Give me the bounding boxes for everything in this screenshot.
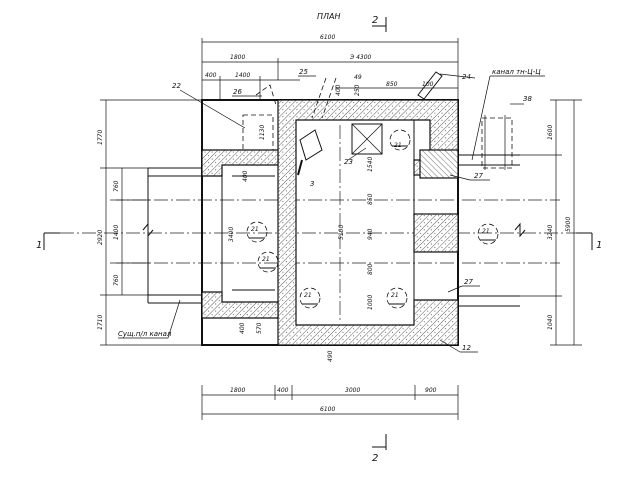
callout-25: 25 xyxy=(299,68,308,76)
right-dimensions: 1600 3240 1040 5900 xyxy=(520,99,582,346)
hatch-cover xyxy=(299,129,323,161)
callouts: 22 26 25 24 38 23 27 27 12 3 xyxy=(172,68,532,353)
pipe-sleeve xyxy=(417,71,443,100)
callout-12: 12 xyxy=(462,344,471,352)
channel-label-right: канал тн-Ц-Ц xyxy=(471,68,545,161)
plan-title: ПЛАН xyxy=(317,12,341,21)
top-dimensions: 6100 1800 Э 4300 400 1400 400 250 49 850… xyxy=(201,34,459,100)
dim-top-right: Э 4300 xyxy=(349,54,372,61)
section-mark-right: 1 xyxy=(576,232,602,251)
chamber-structure xyxy=(201,99,459,346)
section-mark-top-label: 2 xyxy=(372,15,378,26)
left-channel xyxy=(142,167,206,304)
callout-3: 3 xyxy=(310,180,314,188)
callout-21-c: 21 xyxy=(477,223,499,245)
dim-inner-1130: 1130 xyxy=(259,125,266,140)
callout-21-a: 21 xyxy=(246,221,268,243)
dim-bottom-overall: 6100 xyxy=(320,406,335,413)
dim-top-left: 1800 xyxy=(230,54,245,61)
callout-27b: 27 xyxy=(464,278,473,286)
dim-left-1710: 1710 xyxy=(97,315,104,330)
section-mark-bottom-label: 2 xyxy=(372,453,378,464)
dim-right-overall: 5900 xyxy=(565,217,572,232)
left-dimensions: 1770 760 2920 1400 760 1710 xyxy=(97,99,206,346)
dim-top-400: 400 xyxy=(205,72,217,79)
callout-26: 26 xyxy=(233,88,242,96)
callout-21-d: 21 xyxy=(257,251,279,273)
callout-21-f: 21 xyxy=(386,287,408,309)
channel-right-label: канал тн-Ц-Ц xyxy=(492,68,541,76)
section-mark-left-label: 1 xyxy=(36,240,42,251)
svg-text:21: 21 xyxy=(251,226,259,233)
right-channel xyxy=(458,115,526,307)
dim-inner-940: 940 xyxy=(367,228,374,240)
dim-top-250: 250 xyxy=(354,84,361,96)
callout-21-e: 21 xyxy=(299,287,321,309)
dim-inner-3400: 3400 xyxy=(228,227,235,242)
dim-bottom-400: 400 xyxy=(277,387,289,394)
dim-inner-570: 570 xyxy=(256,322,263,334)
callout-38: 38 xyxy=(523,95,532,103)
dim-top-overall: 6100 xyxy=(320,34,335,41)
dim-bottom-900: 900 xyxy=(425,387,437,394)
dim-right-3240: 3240 xyxy=(547,225,554,240)
dim-inner-1540: 1540 xyxy=(367,157,374,172)
inner-dimensions: 1130 400 3400 400 570 5100 1540 850 940 … xyxy=(228,125,374,362)
svg-text:21: 21 xyxy=(482,228,490,235)
dim-inner-400b: 400 xyxy=(239,322,246,334)
svg-text:21: 21 xyxy=(304,292,312,299)
dim-right-1600: 1600 xyxy=(547,125,554,140)
dim-left-760a: 760 xyxy=(113,180,120,192)
dim-inner-850: 850 xyxy=(367,193,374,205)
dim-top-1400: 1400 xyxy=(235,72,250,79)
dim-bottom-3000: 3000 xyxy=(345,387,360,394)
section-mark-right-label: 1 xyxy=(596,240,602,251)
callout-24: 24 xyxy=(462,73,471,81)
dim-top-850: 850 xyxy=(386,81,398,88)
section-mark-bottom: 2 xyxy=(372,434,387,464)
pipe-dashed-left xyxy=(255,84,277,106)
dim-left-2920: 2920 xyxy=(97,230,104,245)
svg-text:21: 21 xyxy=(262,256,270,263)
dim-inner-490: 490 xyxy=(327,350,334,362)
dim-inner-400a: 400 xyxy=(242,170,249,182)
callout-27a: 27 xyxy=(474,172,483,180)
dim-top-100: 100 xyxy=(422,81,434,88)
section-mark-left: 1 xyxy=(36,232,60,251)
bottom-dimensions: 1800 400 3000 900 6100 xyxy=(201,385,459,420)
dim-top-49: 49 xyxy=(354,74,362,81)
channel-left-label: Сущ.п/л канал xyxy=(118,330,172,338)
dim-inner-1000: 1000 xyxy=(367,295,374,310)
dim-inner-800: 800 xyxy=(367,263,374,275)
svg-text:21: 21 xyxy=(391,292,399,299)
channel-label-left: Сущ.п/л канал xyxy=(118,299,181,339)
dim-bottom-1800: 1800 xyxy=(230,387,245,394)
dim-left-1770: 1770 xyxy=(97,130,104,145)
dim-inner-5100: 5100 xyxy=(338,225,345,240)
dim-top-400b: 400 xyxy=(335,84,342,96)
callout-21-group: 21 21 21 21 21 21 xyxy=(246,129,499,309)
callout-23: 23 xyxy=(344,158,353,166)
pipe-dashed-center xyxy=(311,77,337,119)
callout-22: 22 xyxy=(172,82,181,90)
section-mark-top: 2 xyxy=(372,15,387,32)
svg-text:21: 21 xyxy=(394,142,402,149)
dim-right-1040: 1040 xyxy=(547,315,554,330)
ladder-mark xyxy=(297,159,303,176)
dim-left-760b: 760 xyxy=(113,274,120,286)
dim-left-1400: 1400 xyxy=(113,225,120,240)
callout-21-b: 21 xyxy=(389,129,411,151)
